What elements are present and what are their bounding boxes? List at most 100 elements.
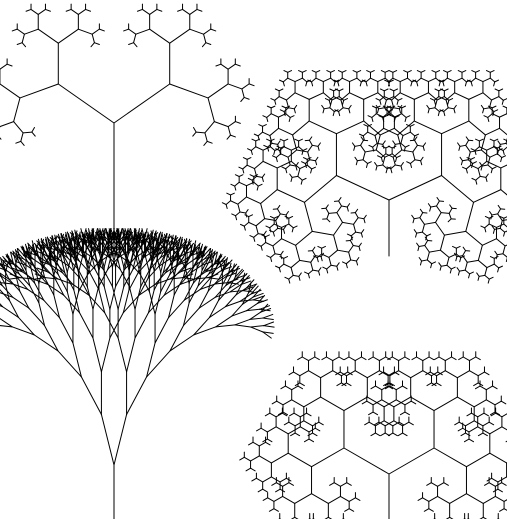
branch-line	[462, 160, 468, 161]
branch-line	[391, 169, 392, 173]
branch-line	[438, 496, 450, 503]
branch-line	[278, 141, 280, 144]
branch-line	[235, 325, 251, 327]
branch-line	[486, 174, 488, 177]
branch-line	[397, 100, 398, 104]
branch-line	[434, 448, 466, 467]
branch-line	[492, 97, 499, 100]
branch-line	[357, 160, 363, 161]
branch-line	[228, 64, 235, 69]
branch-line	[249, 222, 256, 225]
branch-line	[251, 326, 264, 327]
branch-line	[456, 257, 457, 261]
branch-line	[444, 108, 448, 112]
branch-line	[417, 232, 423, 233]
branch-line	[112, 287, 118, 310]
branch-line	[263, 318, 274, 319]
branch-line	[469, 427, 478, 432]
branch-line	[334, 82, 335, 86]
branch-line	[0, 316, 12, 327]
branch-line	[413, 145, 418, 152]
branch-line	[247, 149, 251, 151]
branch-line	[289, 483, 294, 486]
branch-line	[267, 114, 271, 118]
branch-line	[247, 165, 254, 168]
branch-line	[443, 82, 444, 86]
branch-line	[427, 483, 432, 486]
branch-line	[459, 357, 464, 360]
branch-line	[266, 442, 271, 445]
branch-line	[304, 202, 312, 231]
branch-line	[495, 80, 499, 82]
branch-line	[338, 250, 349, 252]
branch-line	[16, 141, 21, 143]
branch-line	[101, 338, 109, 372]
branch-line	[309, 137, 311, 140]
branch-line	[401, 163, 403, 166]
branch-line	[292, 400, 304, 407]
branch-line	[434, 100, 435, 104]
branch-line	[322, 357, 327, 360]
branch-line	[401, 166, 402, 170]
branch-line	[309, 140, 312, 145]
branch-line	[279, 264, 283, 268]
branch-line	[324, 108, 330, 109]
branch-line	[264, 326, 275, 327]
branch-line	[242, 84, 249, 89]
branch-line	[489, 108, 493, 112]
branch-line	[283, 483, 289, 487]
branch-line	[249, 442, 254, 445]
branch-line	[295, 78, 302, 81]
branch-line	[334, 235, 338, 250]
branch-line	[266, 235, 270, 237]
branch-line	[295, 93, 309, 100]
branch-line	[471, 78, 475, 82]
branch-line	[284, 71, 288, 73]
branch-line	[411, 401, 416, 404]
branch-line	[235, 186, 236, 190]
branch-line	[289, 108, 295, 109]
branch-line	[329, 257, 331, 265]
branch-line	[394, 89, 398, 91]
branch-line	[356, 261, 357, 265]
branch-line	[450, 494, 467, 504]
branch-line	[459, 146, 460, 150]
branch-line	[323, 78, 330, 81]
branch-line	[467, 413, 472, 416]
branch-line	[289, 279, 290, 283]
branch-line	[428, 78, 435, 81]
branch-line	[379, 372, 384, 375]
branch-line	[393, 78, 400, 81]
branch-line	[503, 150, 504, 154]
branch-line	[239, 175, 243, 177]
branch-line	[476, 71, 480, 73]
branch-line	[294, 105, 296, 108]
branch-line	[343, 100, 344, 104]
branch-line	[270, 230, 274, 232]
branch-line	[478, 276, 479, 280]
branch-line	[281, 255, 282, 259]
branch-line	[136, 29, 150, 34]
branch-line	[440, 235, 444, 250]
branch-line	[230, 135, 235, 137]
branch-line	[252, 478, 257, 481]
branch-line	[478, 245, 482, 260]
branch-line	[238, 197, 247, 204]
branch-line	[347, 204, 349, 207]
branch-line	[431, 483, 437, 487]
branch-line	[339, 89, 343, 91]
branch-line	[485, 128, 499, 135]
branch-line	[174, 278, 183, 295]
branch-line	[250, 236, 254, 238]
branch-line	[311, 169, 312, 173]
branch-line	[457, 397, 474, 407]
branch-line	[228, 127, 230, 136]
branch-line	[289, 372, 294, 375]
branch-line	[465, 262, 467, 270]
branch-line	[254, 134, 258, 136]
branch-line	[304, 175, 336, 202]
branch-line	[469, 439, 474, 442]
branch-line	[484, 372, 489, 375]
branch-line	[280, 139, 284, 141]
branch-line	[489, 277, 493, 279]
